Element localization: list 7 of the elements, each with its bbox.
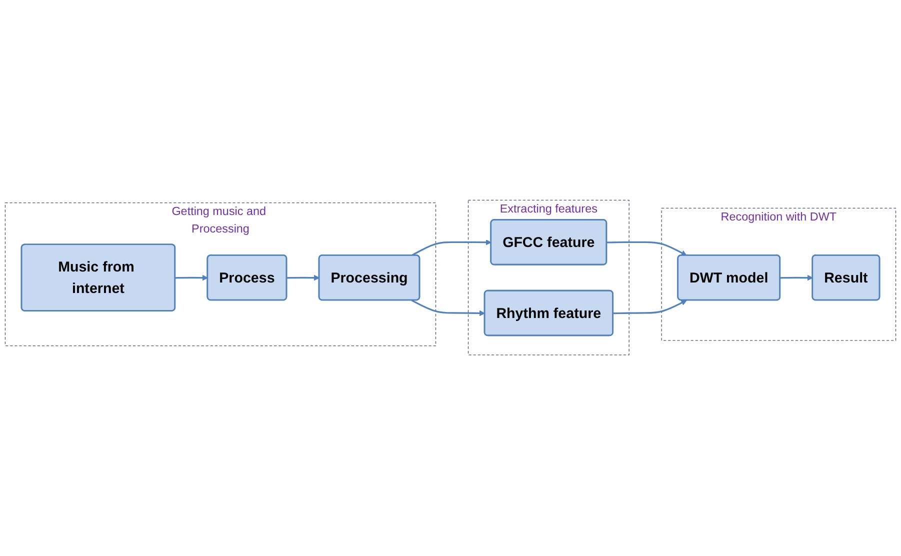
arrow (606, 242, 687, 256)
arrow (780, 275, 813, 282)
arrow (175, 275, 208, 282)
arrow (286, 275, 320, 282)
arrow (411, 300, 486, 317)
arrow (411, 240, 492, 257)
arrow (613, 300, 687, 315)
